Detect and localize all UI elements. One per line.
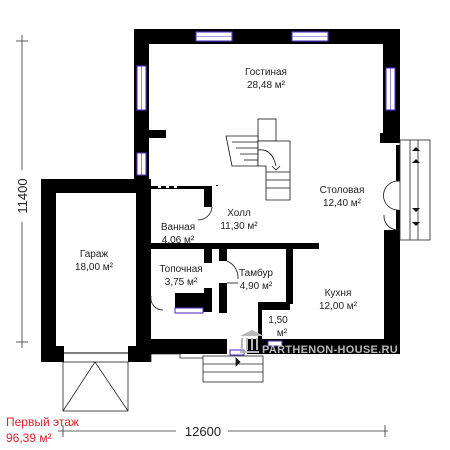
house-outer-walls [134,29,400,354]
room-area-bath: 4,06 м² [162,235,195,246]
south-porch [150,353,203,362]
room-name-boiler: Топочная [159,264,202,275]
watermark-text: PARTHENON-HOUSE.RU [262,344,398,356]
watermark-logo-icon [240,330,264,353]
room-area-closet-value: 1,50 [268,315,288,326]
room-name-kitchen: Кухня [325,288,352,299]
room-name-living: Гостиная [245,67,287,78]
dimension-width-gap [176,423,228,439]
dimension-height-label: 11400 [15,178,30,213]
window-hatching [141,36,391,175]
south-entrance-steps [202,355,264,383]
watermark: PARTHENON-HOUSE.RU [240,330,398,356]
room-area-closet-unit: м² [277,328,288,339]
room-name-dining: Столовая [320,185,365,196]
room-name-vestibule: Тамбур [239,267,273,279]
east-porch-arrows [412,147,420,226]
room-name-bath: Ванная [161,222,195,233]
room-area-living: 28,48 м² [247,80,286,91]
east-porch-steps [399,139,431,241]
floor-total-area: 96,39 м² [6,431,52,445]
dimension-height-gap [12,170,32,222]
room-area-garage: 18,00 м² [75,262,114,273]
room-area-boiler: 3,75 м² [165,277,198,288]
room-labels: Гостиная 28,48 м² Столовая 12,40 м² Холл… [75,67,364,339]
vent-dots [158,186,177,188]
room-name-hall: Холл [227,208,251,219]
garage-ramp [62,361,129,412]
garage-walls [41,179,151,362]
dimension-width-label: 12600 [185,424,221,439]
room-area-kitchen: 12,00 м² [319,301,358,312]
room-area-dining: 12,40 м² [323,198,362,209]
room-area-hall: 11,30 м² [220,221,258,232]
interior-walls [148,130,319,350]
floor-title: Первый этаж [6,415,79,429]
room-area-vestibule: 4,90 м² [240,281,273,292]
staircase [225,118,291,201]
room-name-garage: Гараж [80,249,109,260]
dimension-lines [16,35,388,437]
